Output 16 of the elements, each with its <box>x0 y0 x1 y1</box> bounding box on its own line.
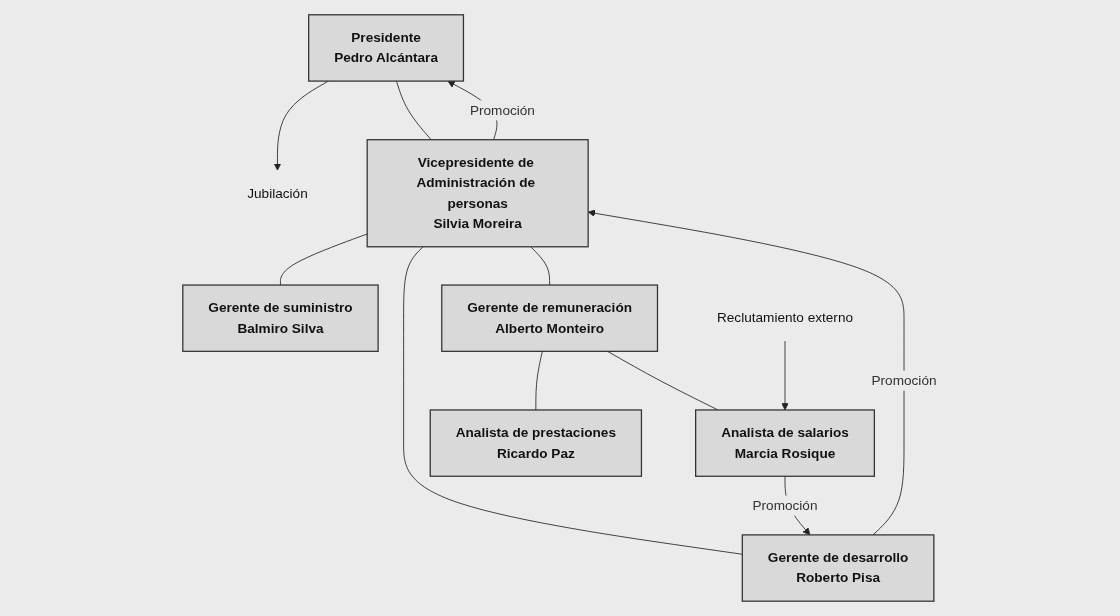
node-box: Analista de salarios Marcia Rosique <box>695 409 876 477</box>
node-box: Analista de prestaciones Ricardo Paz <box>429 409 643 477</box>
connector <box>280 233 368 286</box>
node-box: Gerente de desarrollo Roberto Pisa <box>742 534 935 602</box>
node-box: Gerente de remuneración Alberto Monteiro <box>441 284 659 352</box>
connector <box>396 80 432 141</box>
node-text: Reclutamiento externo <box>717 310 854 325</box>
edge-label: Promoción <box>470 102 536 118</box>
node-text: Jubilación <box>247 185 309 201</box>
edge-label: Promoción <box>752 497 818 513</box>
edge-label: Promoción <box>871 373 937 388</box>
node-box: Gerente de suministro Balmiro Silva <box>182 284 380 352</box>
node-box: Presidente Pedro Alcántara <box>308 14 465 82</box>
node-box: Vicepresidente de Administración de personas Silvia Moreira <box>366 139 590 248</box>
connector <box>535 350 544 411</box>
connector <box>530 246 551 286</box>
